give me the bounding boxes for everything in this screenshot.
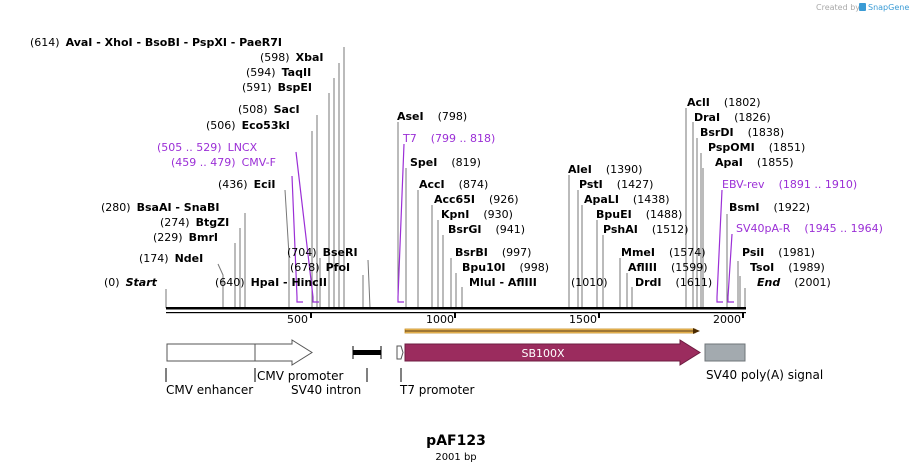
svg-text:Bpu10I(998): Bpu10I(998) [462, 261, 549, 274]
sequence-backbone [166, 307, 746, 318]
svg-text:(598)XbaI: (598)XbaI [260, 51, 323, 64]
sv40-intron-shape[interactable] [353, 350, 381, 355]
svg-text:(704)BseRI: (704)BseRI [287, 246, 358, 259]
svg-text:TsoI(1989): TsoI(1989) [750, 261, 825, 274]
svg-text:ApaI(1855): ApaI(1855) [715, 156, 793, 169]
svg-text:BsrGI(941): BsrGI(941) [448, 223, 525, 236]
svg-text:(614)AvaI - XhoI - BsoBI - Psp: (614)AvaI - XhoI - BsoBI - PspXI - PaeR7… [30, 36, 282, 49]
svg-text:(640)HpaI - HincII: (640)HpaI - HincII [215, 276, 327, 289]
left-site-labels: (614)AvaI - XhoI - BsoBI - PspXI - PaeR7… [30, 36, 358, 289]
svg-text:PstI(1427): PstI(1427) [579, 178, 653, 191]
svg-text:(594)TaqII: (594)TaqII [246, 66, 311, 79]
svg-text:KpnI(930): KpnI(930) [441, 208, 513, 221]
feature-label: SV40 poly(A) signal [706, 368, 823, 382]
snapgene-watermark: Created by SnapGene [816, 3, 909, 12]
middle-site-labels: AseI(798) T7(799 .. 818) SpeI(819) AccI(… [397, 110, 608, 289]
svg-text:EBV-rev(1891 .. 1910): EBV-rev(1891 .. 1910) [722, 178, 857, 191]
svg-text:T7(799 .. 818): T7(799 .. 818) [402, 132, 495, 145]
tick-label: 2000 [713, 313, 741, 326]
svg-text:AccI(874): AccI(874) [419, 178, 488, 191]
svg-text:(1010): (1010) [571, 276, 608, 289]
feature-labels: CMV enhancer CMV promoter SV40 intron T7… [166, 368, 823, 397]
svg-text:BsrDI(1838): BsrDI(1838) [700, 126, 784, 139]
tick-label: 500 [287, 313, 308, 326]
svg-text:(591)BspEI: (591)BspEI [242, 81, 312, 94]
feature-label: SV40 intron [291, 383, 361, 397]
feature-label: CMV promoter [257, 369, 344, 383]
feature-track: SB100X [165, 339, 746, 382]
svg-text:PsiI(1981): PsiI(1981) [742, 246, 815, 259]
feature-label: CMV enhancer [166, 383, 253, 397]
plasmid-length: 2001 bp [435, 452, 476, 463]
plasmid-name: pAF123 [426, 433, 486, 449]
svg-text:PspOMI(1851): PspOMI(1851) [708, 141, 805, 154]
svg-text:PshAI(1512): PshAI(1512) [603, 223, 688, 236]
svg-text:Acc65I(926): Acc65I(926) [434, 193, 519, 206]
t7-promoter-shape[interactable] [396, 345, 404, 360]
svg-text:BsmI(1922): BsmI(1922) [729, 201, 810, 214]
snapgene-logo-icon [859, 3, 866, 11]
watermark-brand: SnapGene [868, 3, 909, 12]
svg-text:DrdI(1611): DrdI(1611) [635, 276, 712, 289]
svg-text:SpeI(819): SpeI(819) [410, 156, 481, 169]
sb100x-label: SB100X [521, 347, 565, 360]
svg-text:MluI - AflIII: MluI - AflIII [469, 276, 537, 289]
svg-text:BpuEI(1488): BpuEI(1488) [596, 208, 682, 221]
sv40-polya-shape[interactable] [704, 343, 746, 362]
feature-label: T7 promoter [399, 383, 475, 397]
cmv-promoter-shape[interactable] [254, 339, 313, 366]
svg-text:(505 .. 529)LNCX: (505 .. 529)LNCX [157, 141, 258, 154]
site-connectors [165, 47, 746, 309]
orf-arrow [404, 328, 700, 334]
svg-text:End(2001): End(2001) [757, 276, 831, 289]
svg-text:AclI(1802): AclI(1802) [687, 96, 760, 109]
primer-markers [291, 143, 734, 303]
svg-text:SV40pA-R(1945 .. 1964): SV40pA-R(1945 .. 1964) [736, 222, 883, 235]
sb100x-shape[interactable] [404, 339, 701, 366]
svg-text:(678)PfoI: (678)PfoI [290, 261, 350, 274]
svg-text:(174)NdeI: (174)NdeI [139, 252, 203, 265]
svg-text:(229)BmrI: (229)BmrI [153, 231, 218, 244]
svg-text:DraI(1826): DraI(1826) [694, 111, 771, 124]
right-site-labels: AclI(1802) DraI(1826) BsrDI(1838) PspOMI… [687, 96, 883, 289]
svg-text:AflIII(1599): AflIII(1599) [628, 261, 708, 274]
svg-text:MmeI(1574): MmeI(1574) [621, 246, 706, 259]
tick-label: 1500 [569, 313, 597, 326]
svg-text:(0)Start: (0)Start [104, 276, 158, 289]
svg-text:(436)EciI: (436)EciI [218, 178, 276, 191]
svg-text:(274)BtgZI: (274)BtgZI [160, 216, 229, 229]
tick-label: 1000 [426, 313, 454, 326]
svg-text:(459 .. 479)CMV-F: (459 .. 479)CMV-F [171, 156, 276, 169]
scale-ticks: 500 1000 1500 2000 [287, 313, 741, 326]
svg-text:(280)BsaAI - SnaBI: (280)BsaAI - SnaBI [101, 201, 219, 214]
svg-text:AleI(1390): AleI(1390) [568, 163, 642, 176]
cmv-enhancer-shape[interactable] [166, 343, 256, 362]
watermark-text: Created by [816, 3, 860, 12]
right-middle-site-labels: AleI(1390) PstI(1427) ApaLI(1438) BpuEI(… [568, 163, 712, 289]
svg-text:(506)Eco53kI: (506)Eco53kI [206, 119, 290, 132]
svg-text:ApaLI(1438): ApaLI(1438) [584, 193, 670, 206]
svg-text:(508)SacI: (508)SacI [238, 103, 300, 116]
svg-text:AseI(798): AseI(798) [397, 110, 467, 123]
svg-text:BsrBI(997): BsrBI(997) [455, 246, 531, 259]
